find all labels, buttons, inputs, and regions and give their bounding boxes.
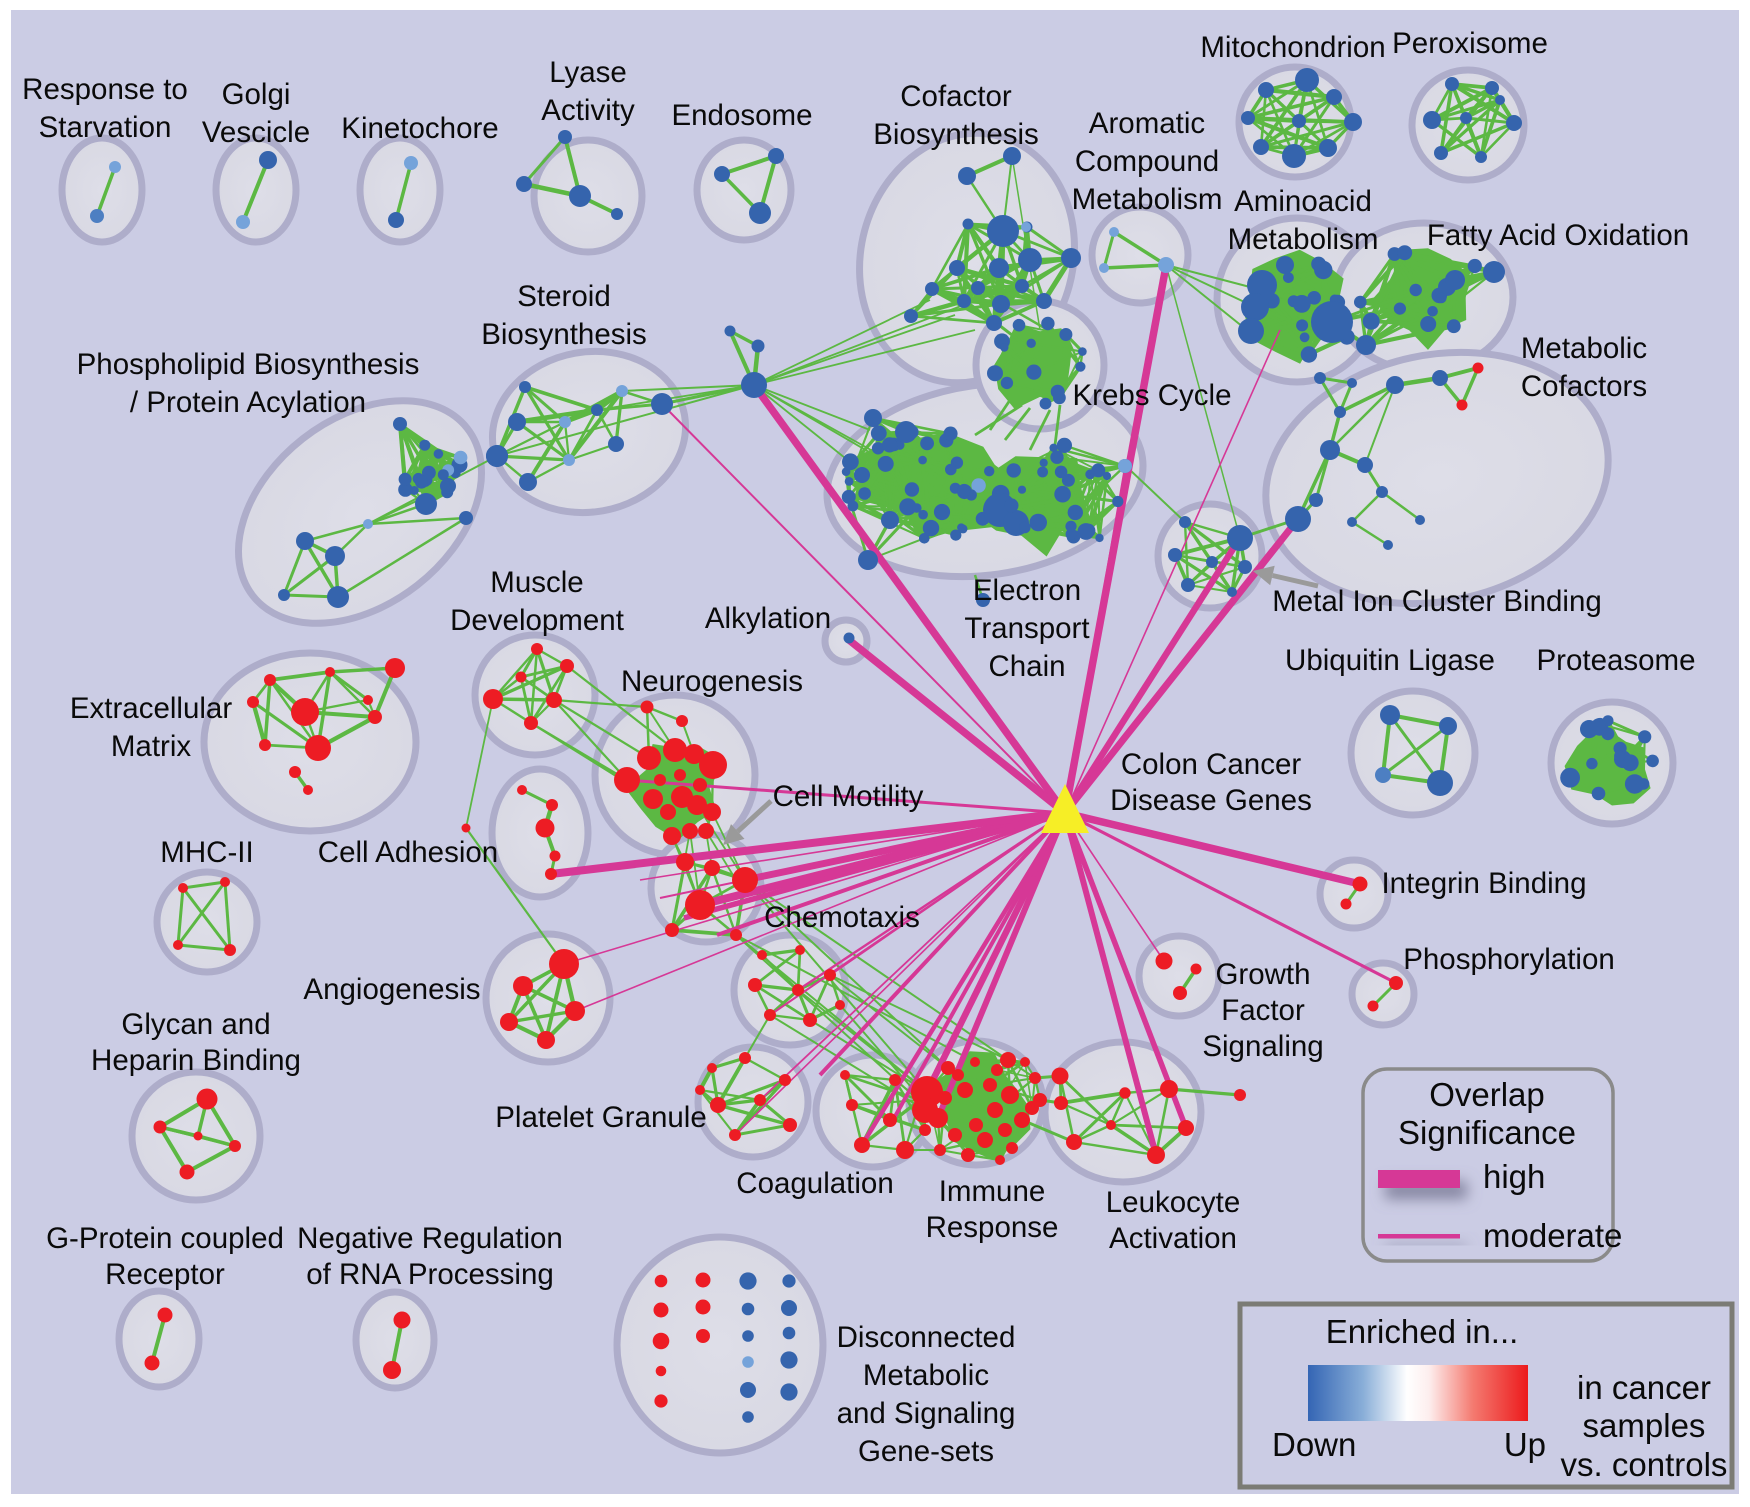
svg-text:of RNA Processing: of RNA Processing <box>306 1258 554 1291</box>
svg-text:Starvation: Starvation <box>39 111 172 144</box>
svg-text:Metabolism: Metabolism <box>1228 223 1379 256</box>
svg-text:Vescicle: Vescicle <box>202 116 310 149</box>
svg-text:Steroid: Steroid <box>517 280 610 313</box>
svg-text:vs. controls: vs. controls <box>1561 1446 1728 1483</box>
svg-text:in cancer: in cancer <box>1577 1369 1711 1406</box>
svg-text:moderate: moderate <box>1483 1217 1622 1254</box>
svg-text:Negative Regulation: Negative Regulation <box>297 1222 563 1255</box>
svg-text:samples: samples <box>1583 1407 1706 1444</box>
svg-text:Chain: Chain <box>988 650 1065 683</box>
svg-text:Angiogenesis: Angiogenesis <box>303 973 480 1006</box>
svg-text:Golgi: Golgi <box>222 78 291 111</box>
svg-text:Cofactors: Cofactors <box>1521 370 1647 403</box>
svg-text:Peroxisome: Peroxisome <box>1392 27 1548 60</box>
svg-text:Ubiquitin Ligase: Ubiquitin Ligase <box>1285 644 1495 677</box>
svg-text:Disease Genes: Disease Genes <box>1110 784 1312 817</box>
svg-text:Activation: Activation <box>1109 1222 1237 1255</box>
svg-text:Chemotaxis: Chemotaxis <box>764 901 920 934</box>
svg-text:Overlap: Overlap <box>1429 1076 1545 1113</box>
svg-text:Electron: Electron <box>973 574 1081 607</box>
svg-text:Glycan and: Glycan and <box>121 1008 270 1041</box>
svg-text:Metabolism: Metabolism <box>1072 183 1223 216</box>
svg-text:and Signaling: and Signaling <box>837 1397 1016 1430</box>
svg-text:Cell Motility: Cell Motility <box>773 780 924 813</box>
svg-text:Neurogenesis: Neurogenesis <box>621 665 803 698</box>
svg-text:high: high <box>1483 1158 1545 1195</box>
svg-text:Aromatic: Aromatic <box>1089 107 1205 140</box>
svg-text:Integrin Binding: Integrin Binding <box>1381 867 1586 900</box>
svg-text:Mitochondrion: Mitochondrion <box>1200 31 1385 64</box>
svg-text:Krebs Cycle: Krebs Cycle <box>1072 379 1231 412</box>
svg-text:Significance: Significance <box>1398 1114 1576 1151</box>
svg-text:Compound: Compound <box>1075 145 1219 178</box>
svg-text:Factor: Factor <box>1221 994 1305 1027</box>
svg-text:Proteasome: Proteasome <box>1536 644 1695 677</box>
svg-text:G-Protein coupled: G-Protein coupled <box>46 1222 284 1255</box>
svg-text:Matrix: Matrix <box>111 730 192 763</box>
svg-text:Phospholipid Biosynthesis: Phospholipid Biosynthesis <box>77 348 420 381</box>
svg-text:Cell Adhesion: Cell Adhesion <box>318 836 498 869</box>
svg-text:Metal Ion Cluster Binding: Metal Ion Cluster Binding <box>1272 585 1602 618</box>
svg-text:Response: Response <box>926 1211 1059 1244</box>
svg-text:Muscle: Muscle <box>490 566 583 599</box>
svg-text:Phosphorylation: Phosphorylation <box>1403 943 1615 976</box>
svg-text:Biosynthesis: Biosynthesis <box>481 318 647 351</box>
svg-text:Colon Cancer: Colon Cancer <box>1121 748 1302 781</box>
svg-text:Receptor: Receptor <box>105 1258 225 1291</box>
svg-text:Extracellular: Extracellular <box>70 692 232 725</box>
svg-text:Alkylation: Alkylation <box>705 602 831 635</box>
svg-text:Enriched in...: Enriched in... <box>1326 1313 1519 1350</box>
svg-text:Coagulation: Coagulation <box>736 1167 893 1200</box>
svg-text:Transport: Transport <box>964 612 1089 645</box>
svg-text:Gene-sets: Gene-sets <box>858 1435 994 1468</box>
svg-text:Growth: Growth <box>1215 958 1310 991</box>
svg-text:/ Protein Acylation: / Protein Acylation <box>130 386 366 419</box>
svg-text:Aminoacid: Aminoacid <box>1234 185 1372 218</box>
svg-text:Leukocyte: Leukocyte <box>1106 1186 1240 1219</box>
svg-text:Biosynthesis: Biosynthesis <box>873 118 1039 151</box>
svg-text:Development: Development <box>450 604 624 637</box>
svg-text:Endosome: Endosome <box>671 99 812 132</box>
svg-text:Up: Up <box>1504 1426 1546 1463</box>
svg-text:Heparin Binding: Heparin Binding <box>91 1044 301 1077</box>
svg-text:Metabolic: Metabolic <box>1521 332 1647 365</box>
svg-text:Disconnected: Disconnected <box>837 1321 1016 1354</box>
svg-text:Lyase: Lyase <box>549 56 627 89</box>
svg-text:Kinetochore: Kinetochore <box>341 112 498 145</box>
svg-text:Down: Down <box>1272 1426 1356 1463</box>
svg-text:Metabolic: Metabolic <box>863 1359 989 1392</box>
svg-text:Immune: Immune <box>939 1175 1046 1208</box>
svg-text:MHC-II: MHC-II <box>160 836 253 869</box>
svg-text:Activity: Activity <box>541 94 635 127</box>
svg-text:Platelet Granule: Platelet Granule <box>495 1101 707 1134</box>
svg-text:Fatty Acid Oxidation: Fatty Acid Oxidation <box>1427 219 1689 252</box>
svg-text:Signaling: Signaling <box>1202 1030 1323 1063</box>
svg-text:Cofactor: Cofactor <box>900 80 1012 113</box>
svg-text:Response to: Response to <box>22 73 188 106</box>
